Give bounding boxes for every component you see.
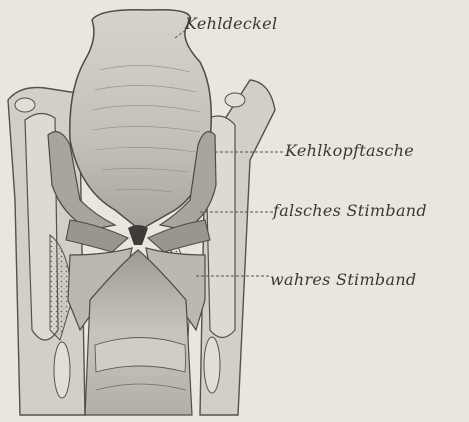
glottis <box>128 225 148 245</box>
label-epiglottis: Kehldeckel <box>185 14 277 33</box>
label-true-vocal-fold: wahres Stimband <box>270 270 416 289</box>
label-ventricle: Kehlkopftasche <box>285 141 414 160</box>
label-false-vocal-fold: falsches Stimband <box>273 201 427 220</box>
